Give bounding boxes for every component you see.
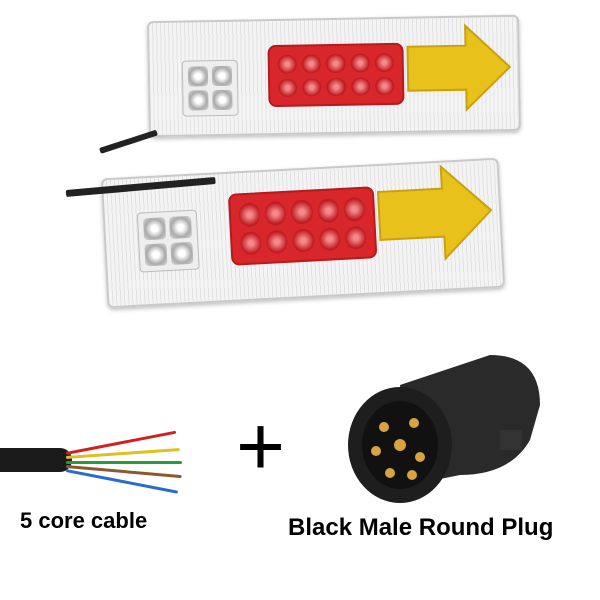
cable-caption: 5 core cable bbox=[20, 508, 148, 533]
tail-light-top bbox=[147, 14, 521, 138]
reverse-lens bbox=[136, 209, 200, 273]
reverse-lens bbox=[181, 59, 239, 117]
plus-sign: + bbox=[236, 399, 286, 493]
indicator-arrow-lens bbox=[376, 164, 493, 261]
indicator-arrow-lens bbox=[406, 23, 512, 113]
plug-caption: Black Male Round Plug bbox=[288, 514, 554, 541]
tail-light-bottom bbox=[100, 157, 506, 309]
wire-green bbox=[66, 461, 182, 464]
five-core-cable bbox=[0, 448, 72, 472]
brake-lens bbox=[267, 42, 405, 108]
brake-lens bbox=[227, 186, 378, 266]
round-plug bbox=[348, 355, 540, 503]
wire-bundle-top bbox=[99, 129, 158, 154]
